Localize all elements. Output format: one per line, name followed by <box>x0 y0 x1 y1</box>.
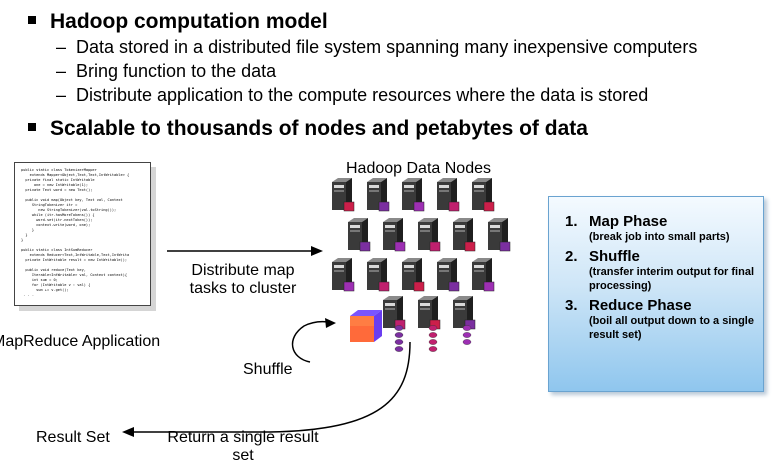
bullet-square-icon <box>28 123 36 132</box>
output-chip-icon <box>394 346 404 352</box>
server-icon <box>472 258 495 292</box>
phase-box: 1. Map Phase (break job into small parts… <box>548 196 764 392</box>
server-icon <box>367 258 390 292</box>
code-text: public static class TokenizerMapper exte… <box>21 168 130 297</box>
bullet-square-icon <box>28 16 36 25</box>
server-icon <box>437 258 460 292</box>
server-icon <box>402 178 425 212</box>
sub-bullet-2: –Bring function to the data <box>56 61 277 81</box>
output-chip-icon <box>428 346 438 352</box>
code-document: public static class TokenizerMapper exte… <box>14 162 157 312</box>
distribute-label: Distribute map tasks to cluster <box>189 262 297 297</box>
nodes-title: Hadoop Data Nodes <box>346 160 491 177</box>
output-chip-icon <box>428 325 438 331</box>
phase-shuffle: 2. Shuffle (transfer interim output for … <box>565 248 754 292</box>
server-icon <box>418 218 441 252</box>
server-icon <box>488 218 511 252</box>
result-set-label: Result Set <box>36 429 110 446</box>
server-icon <box>453 218 476 252</box>
phase-reduce: 3. Reduce Phase (boil all output down to… <box>565 297 754 341</box>
output-chip-icon <box>462 325 472 331</box>
return-label: Return a single result set <box>167 429 319 464</box>
server-icon <box>418 296 441 330</box>
server-icon <box>332 258 355 292</box>
sub-bullet-3: –Distribute application to the compute r… <box>56 85 649 105</box>
server-icon <box>383 218 406 252</box>
return-arrow <box>122 341 411 437</box>
server-icon <box>402 258 425 292</box>
output-chip-icon <box>394 339 404 345</box>
shuffle-label: Shuffle <box>243 361 293 378</box>
shuffle-arrow <box>291 318 336 363</box>
code-paper: public static class TokenizerMapper exte… <box>14 162 151 306</box>
sub-bullet-1: –Data stored in a distributed file syste… <box>56 37 698 57</box>
output-chip-icon <box>428 332 438 338</box>
server-icon <box>383 296 406 330</box>
output-chip-icon <box>462 339 472 345</box>
server-icon <box>348 218 371 252</box>
output-chip-icon <box>462 332 472 338</box>
server-icon <box>332 178 355 212</box>
server-icon <box>367 178 390 212</box>
phase-map: 1. Map Phase (break job into small parts… <box>565 213 730 243</box>
output-chip-icon <box>428 339 438 345</box>
app-label: MapReduce Application <box>0 333 161 350</box>
output-chip-icon <box>394 332 404 338</box>
output-chip-icon <box>394 325 404 331</box>
server-icon <box>453 296 476 330</box>
bullet-scalable: Scalable to thousands of nodes and petab… <box>28 117 588 141</box>
reduce-cube-icon <box>350 310 382 342</box>
server-cluster <box>332 178 511 352</box>
server-icon <box>472 178 495 212</box>
distribute-arrow <box>167 246 323 256</box>
bullet-hadoop-model: Hadoop computation model <box>28 10 328 34</box>
server-icon <box>437 178 460 212</box>
